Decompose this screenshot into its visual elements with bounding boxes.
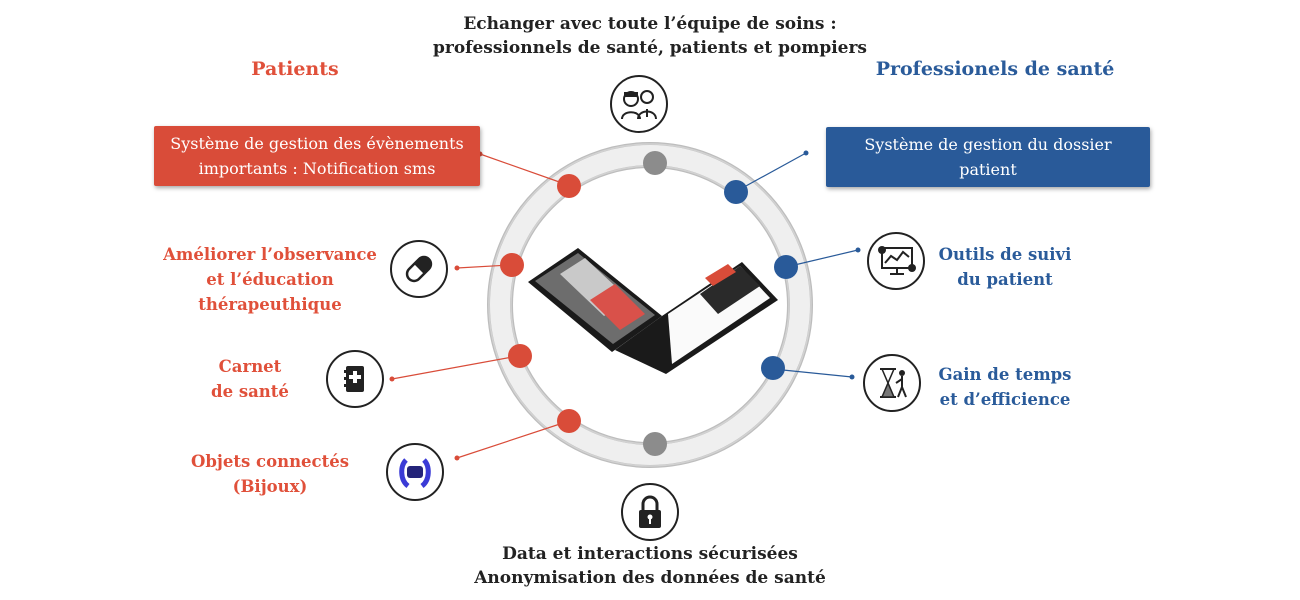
phones-illustration xyxy=(528,248,778,374)
connector-line xyxy=(772,368,853,378)
connector-line xyxy=(785,249,859,268)
patient-record-box: Système de gestion du dossier patient xyxy=(826,127,1150,187)
time-gain-label: Gain de temps et d’efficience xyxy=(925,362,1085,412)
notification-sms-box: Système de gestion des évènements import… xyxy=(154,126,480,186)
patient-record-box-line2: patient xyxy=(959,160,1017,179)
patient-record-box-line1: Système de gestion du dossier xyxy=(864,135,1112,154)
connected-objects-line2: (Bijoux) xyxy=(232,477,308,496)
time-gain-line1: Gain de temps xyxy=(938,365,1072,384)
ring-dot-red xyxy=(557,174,581,198)
health-book-line2: de santé xyxy=(211,382,289,401)
observance-line3: thérapeuthique xyxy=(198,295,342,314)
observance-label: Améliorer l’observance et l’éducation th… xyxy=(150,242,390,317)
time-gain-line2: et d’efficience xyxy=(939,390,1071,409)
bracelet-icon xyxy=(386,443,444,501)
patient-tracking-line2: du patient xyxy=(957,270,1053,289)
hourglass-icon xyxy=(863,354,921,412)
top-heading-line2: professionnels de santé, patients et pom… xyxy=(432,38,868,58)
patient-tracking-label: Outils de suivi du patient xyxy=(930,242,1080,292)
pill-icon xyxy=(390,240,448,298)
connector-line xyxy=(734,152,807,193)
connector-line xyxy=(456,421,567,459)
padlock-icon xyxy=(621,483,679,541)
bottom-heading-line1: Data et interactions sécurisées xyxy=(502,544,798,564)
notification-box-line2: importants : Notification sms xyxy=(198,159,436,178)
health-book-icon xyxy=(326,350,384,408)
ring-dot-blue xyxy=(774,255,798,279)
bottom-heading-line2: Anonymisation des données de santé xyxy=(474,568,826,588)
connector-line xyxy=(391,355,519,380)
top-heading: Echanger avec toute l’équipe de soins : … xyxy=(400,12,900,60)
monitor-chart-icon xyxy=(867,232,925,290)
connected-objects-line1: Objets connectés xyxy=(190,452,350,471)
professionals-title: Professionels de santé xyxy=(875,58,1115,80)
ring-dot-red xyxy=(500,253,524,277)
patients-title: Patients xyxy=(251,58,339,80)
connected-objects-label: Objets connectés (Bijoux) xyxy=(185,449,355,499)
notification-box-line1: Système de gestion des évènements xyxy=(170,134,464,153)
ring-dot-red xyxy=(508,344,532,368)
ring-dot-blue xyxy=(724,180,748,204)
top-heading-line1: Echanger avec toute l’équipe de soins : xyxy=(463,14,837,34)
connector-line xyxy=(479,153,566,185)
health-book-label: Carnet de santé xyxy=(195,354,305,404)
ring-dot-blue xyxy=(761,356,785,380)
observance-line1: Améliorer l’observance xyxy=(163,245,377,264)
bottom-heading: Data et interactions sécurisées Anonymis… xyxy=(420,542,880,590)
ring-dot-grey xyxy=(643,432,667,456)
ring-dot-grey xyxy=(643,151,667,175)
health-book-line1: Carnet xyxy=(218,357,282,376)
patient-tracking-line1: Outils de suivi xyxy=(938,245,1072,264)
doctors-icon xyxy=(610,75,668,133)
observance-line2: et l’éducation xyxy=(206,270,334,289)
ring-dot-red xyxy=(557,409,581,433)
